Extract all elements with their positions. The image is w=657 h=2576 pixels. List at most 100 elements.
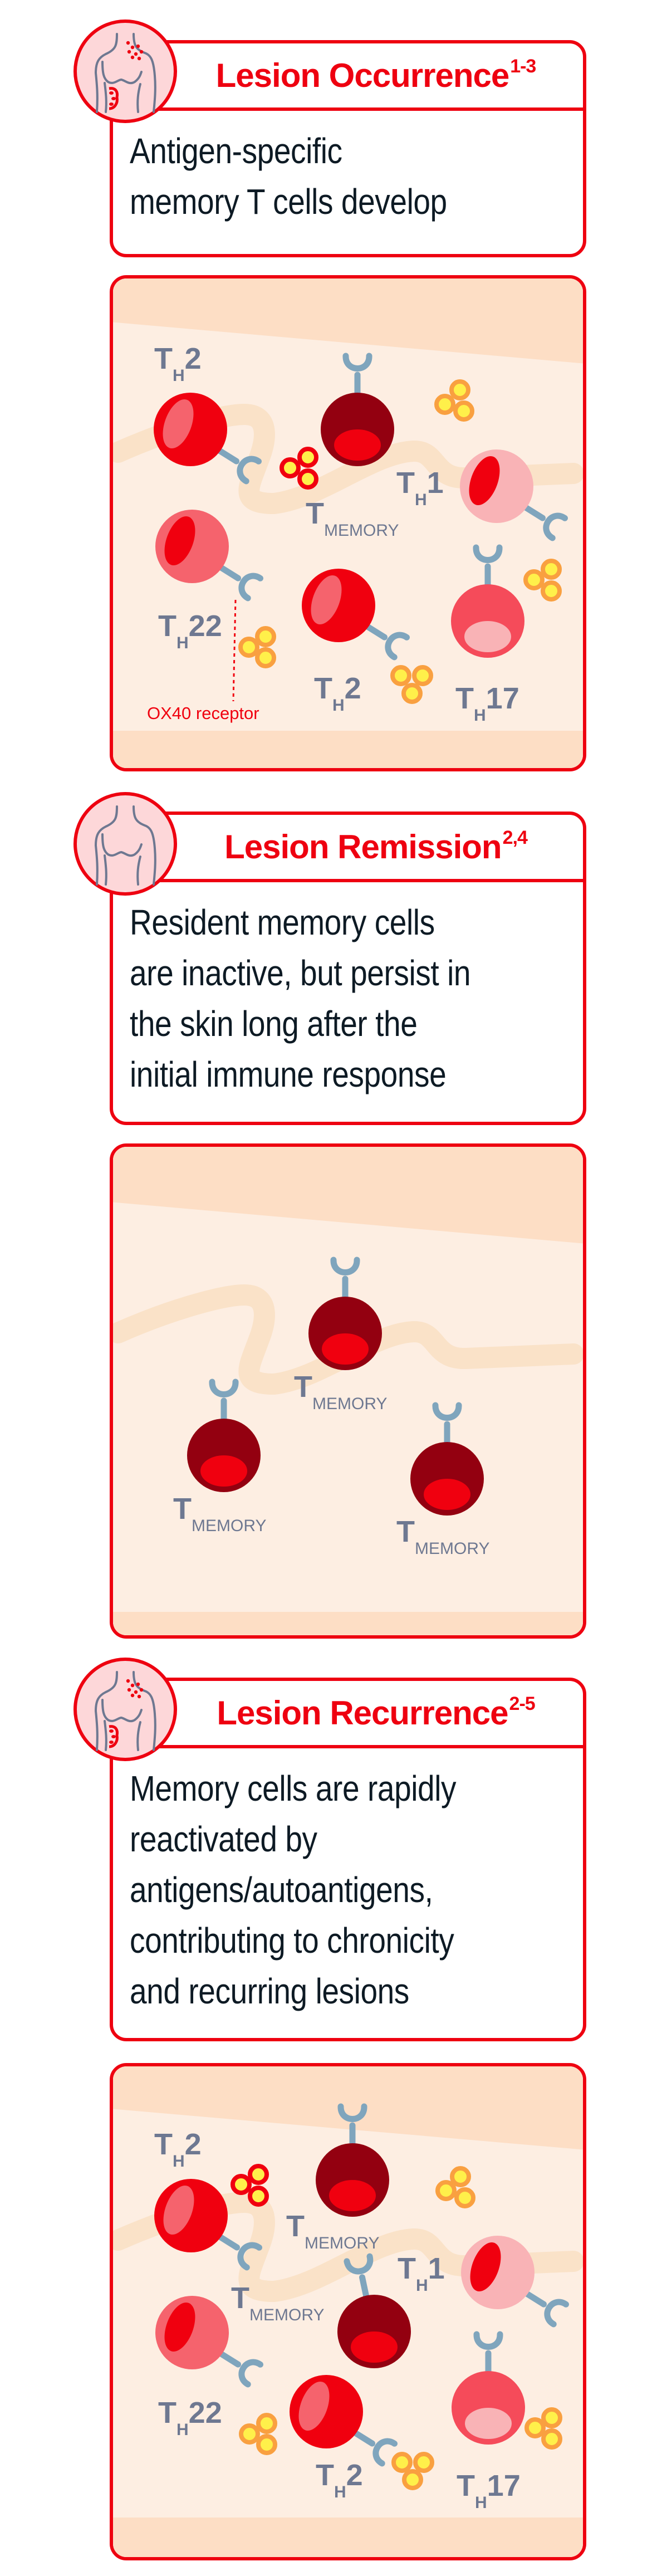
th2-cell bbox=[154, 393, 262, 485]
antigen-cluster bbox=[524, 2407, 562, 2450]
label-t-memory: TMEMORY bbox=[294, 1370, 387, 1413]
antigen-cluster bbox=[280, 447, 318, 490]
receptor-icon bbox=[473, 2331, 503, 2377]
description-line: antigens/autoantigens, bbox=[130, 1870, 433, 1910]
antigen bbox=[435, 2180, 457, 2201]
receptor-icon bbox=[218, 564, 263, 602]
receptor-icon bbox=[344, 2253, 374, 2300]
section-title: Lesion Occurrence1-3 bbox=[215, 56, 537, 95]
receptor-icon bbox=[432, 1402, 462, 1448]
label-t-helper: TH2 bbox=[316, 2458, 363, 2501]
recurrence-title-row: Lesion Recurrence2-5 bbox=[113, 1681, 583, 1748]
section-title: Lesion Recurrence2-5 bbox=[217, 1693, 536, 1732]
cell-nucleus bbox=[334, 429, 381, 461]
lesion-dots bbox=[126, 1679, 144, 1699]
label-t-helper: TH17 bbox=[457, 2469, 521, 2512]
torso-with-lesions-icon bbox=[73, 1658, 177, 1761]
receptor-icon bbox=[218, 2350, 263, 2388]
antigen bbox=[255, 626, 276, 647]
receptor-icon bbox=[217, 2233, 262, 2271]
antigen bbox=[541, 2407, 562, 2428]
t-memory-cell bbox=[316, 2103, 389, 2217]
antigen bbox=[449, 379, 470, 400]
title-text: Lesion Recurrence bbox=[217, 1694, 508, 1732]
section-title: Lesion Remission2,4 bbox=[224, 827, 528, 866]
cell-nucleus bbox=[470, 2242, 501, 2291]
reference-superscript: 1-3 bbox=[510, 56, 536, 77]
title-text: Lesion Occurrence bbox=[215, 57, 510, 94]
description-line: Antigen-specific bbox=[130, 131, 342, 171]
antigen bbox=[391, 2452, 413, 2473]
reference-superscript: 2-5 bbox=[509, 1693, 536, 1714]
collagen-fiber bbox=[113, 404, 583, 514]
remission-skin-diagram: TMEMORY TMEMORY TMEMORY bbox=[110, 1143, 586, 1639]
label-t-helper: TH22 bbox=[158, 2396, 222, 2439]
antigen-cluster bbox=[434, 379, 474, 422]
label-t-memory: TMEMORY bbox=[396, 1515, 489, 1558]
antigen bbox=[256, 2434, 277, 2455]
cell-nucleus bbox=[200, 1455, 247, 1487]
th2-cell bbox=[290, 2375, 398, 2467]
label-t-memory: TMEMORY bbox=[173, 1492, 266, 1535]
remission-card: Lesion Remission2,4 Resident memory cell… bbox=[110, 812, 586, 1125]
torso-outline bbox=[95, 805, 156, 886]
th2-cell bbox=[154, 2179, 262, 2271]
label-t-helper: TH2 bbox=[154, 342, 202, 385]
torso-outline bbox=[95, 1671, 156, 1751]
label-t-memory: TMEMORY bbox=[231, 2281, 324, 2324]
cell-nucleus bbox=[329, 2180, 376, 2211]
antigen bbox=[434, 394, 455, 415]
lesion-patch bbox=[109, 1725, 119, 1748]
cell-nucleus bbox=[164, 2303, 195, 2352]
th22-cell bbox=[155, 2296, 263, 2388]
antigen bbox=[453, 400, 474, 422]
section-description: Resident memory cells are inactive, but … bbox=[113, 882, 583, 1100]
t-memory-cell bbox=[321, 353, 394, 466]
th1-cell bbox=[460, 449, 568, 541]
label-t-memory: TMEMORY bbox=[306, 497, 399, 540]
antigen bbox=[297, 468, 318, 490]
t-memory-cell bbox=[337, 2253, 411, 2368]
label-t-helper: TH17 bbox=[455, 682, 519, 725]
description-line: Memory cells are rapidly bbox=[130, 1768, 457, 1808]
epidermis-layer bbox=[113, 278, 583, 364]
th2-cell bbox=[302, 569, 410, 661]
label-t-helper: TH1 bbox=[398, 2252, 445, 2295]
antigen bbox=[256, 2413, 277, 2434]
antigen bbox=[239, 2423, 260, 2445]
section-description: Antigen-specific memory T cells develop bbox=[113, 111, 583, 227]
antigen bbox=[412, 665, 433, 686]
receptor-icon bbox=[473, 544, 503, 590]
skin-cross-section: TMEMORY TMEMORY TMEMORY bbox=[113, 1147, 583, 1635]
cell-nucleus bbox=[164, 516, 195, 565]
cell-nucleus bbox=[465, 2408, 512, 2439]
description-line: are inactive, but persist in bbox=[130, 953, 471, 993]
lesion-dots bbox=[126, 41, 144, 61]
antigen bbox=[390, 665, 411, 686]
receptor-icon bbox=[364, 623, 410, 661]
label-t-helper: TH2 bbox=[314, 672, 361, 715]
label-t-helper: TH22 bbox=[158, 609, 222, 652]
recurrence-card: Lesion Recurrence2-5 Memory cells are ra… bbox=[110, 1678, 586, 2041]
th17-cell bbox=[451, 544, 524, 658]
cell-nucleus bbox=[351, 2331, 398, 2363]
subcutis-layer bbox=[113, 2518, 583, 2557]
receptor-icon bbox=[337, 2103, 367, 2149]
antigen bbox=[402, 2469, 423, 2490]
torso-with-lesions-icon bbox=[73, 19, 177, 123]
receptor-icon bbox=[352, 2430, 398, 2467]
antigen bbox=[450, 2166, 471, 2187]
description-line: the skin long after the bbox=[130, 1004, 418, 1044]
cell-nucleus bbox=[424, 1479, 470, 1510]
description-line: contributing to chronicity bbox=[130, 1920, 454, 1961]
th22-cell bbox=[155, 510, 263, 602]
antigen-cluster bbox=[239, 2413, 277, 2455]
t-memory-cell bbox=[187, 1379, 261, 1492]
receptor-icon bbox=[342, 353, 372, 398]
occurrence-card: Lesion Occurrence1-3 Antigen-specific me… bbox=[110, 40, 586, 257]
receptor-icon bbox=[522, 504, 568, 541]
